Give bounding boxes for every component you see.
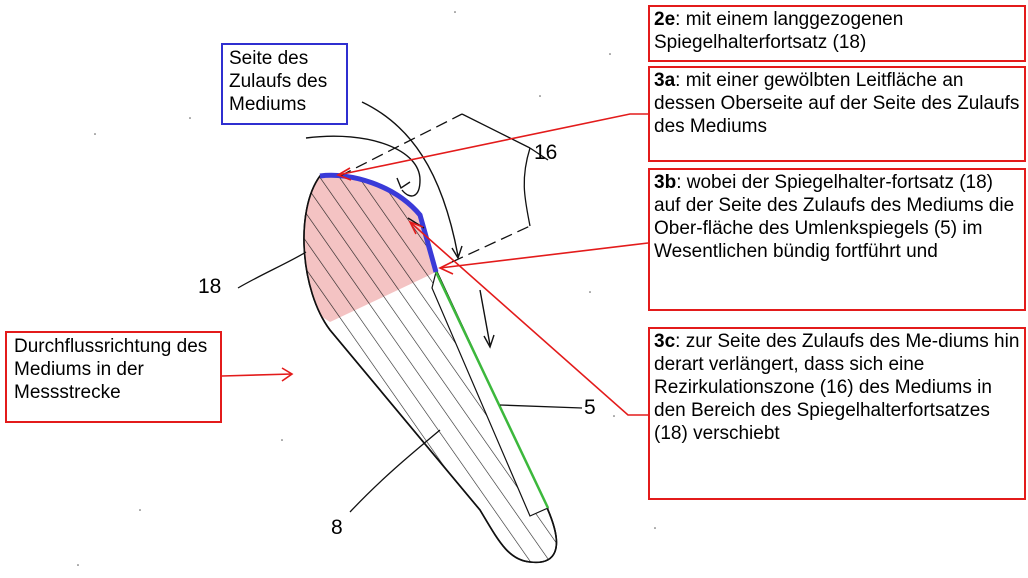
- flow-direction-box: Durchflussrichtung des Mediums in der Me…: [5, 331, 222, 423]
- claim-3a-box: 3a: mit einer gewölbten Leitfläche an de…: [648, 66, 1026, 162]
- claim-3b-key: 3b: [654, 172, 677, 193]
- annotation-arrows: [221, 113, 649, 416]
- flow-direction-text: Durchflussrichtung des Mediums in der Me…: [14, 336, 208, 403]
- reference-leaders: [237, 251, 583, 513]
- claim-2e-key: 2e: [654, 9, 676, 30]
- flow-arrows: [305, 101, 495, 349]
- scan-specks: [77, 11, 656, 566]
- claim-3c-text: : zur Seite des Zulaufs des Me-diums hin…: [654, 331, 1020, 444]
- claim-3b-text: : wobei der Spiegelhalter-fortsatz (18) …: [654, 172, 1015, 262]
- claim-2e-text: : mit einem langgezogenen Spiegelhalterf…: [654, 9, 904, 53]
- claim-3a-text: : mit einer gewölbten Leitfläche an dess…: [654, 70, 1020, 137]
- recirculation-zone: [339, 113, 549, 263]
- claim-3b-box: 3b: wobei der Spiegelhalter-fortsatz (18…: [648, 168, 1026, 311]
- claim-3c-box: 3c: zur Seite des Zulaufs des Me-diums h…: [648, 327, 1026, 500]
- label-18: 18: [198, 275, 222, 298]
- mirror-holder-extension: [303, 175, 440, 322]
- inflow-side-box: Seite des Zulaufs des Mediums: [221, 43, 348, 125]
- guide-surface: [319, 172, 439, 273]
- label-16: 16: [534, 141, 558, 164]
- claim-3a-key: 3a: [654, 70, 676, 91]
- inflow-side-text: Seite des Zulaufs des Mediums: [229, 48, 328, 115]
- label-5: 5: [584, 396, 596, 419]
- claim-2e-box: 2e: mit einem langgezogenen Spiegelhalte…: [648, 5, 1026, 62]
- claim-3c-key: 3c: [654, 331, 676, 352]
- label-8: 8: [331, 516, 343, 539]
- mirror-surface: [434, 271, 550, 509]
